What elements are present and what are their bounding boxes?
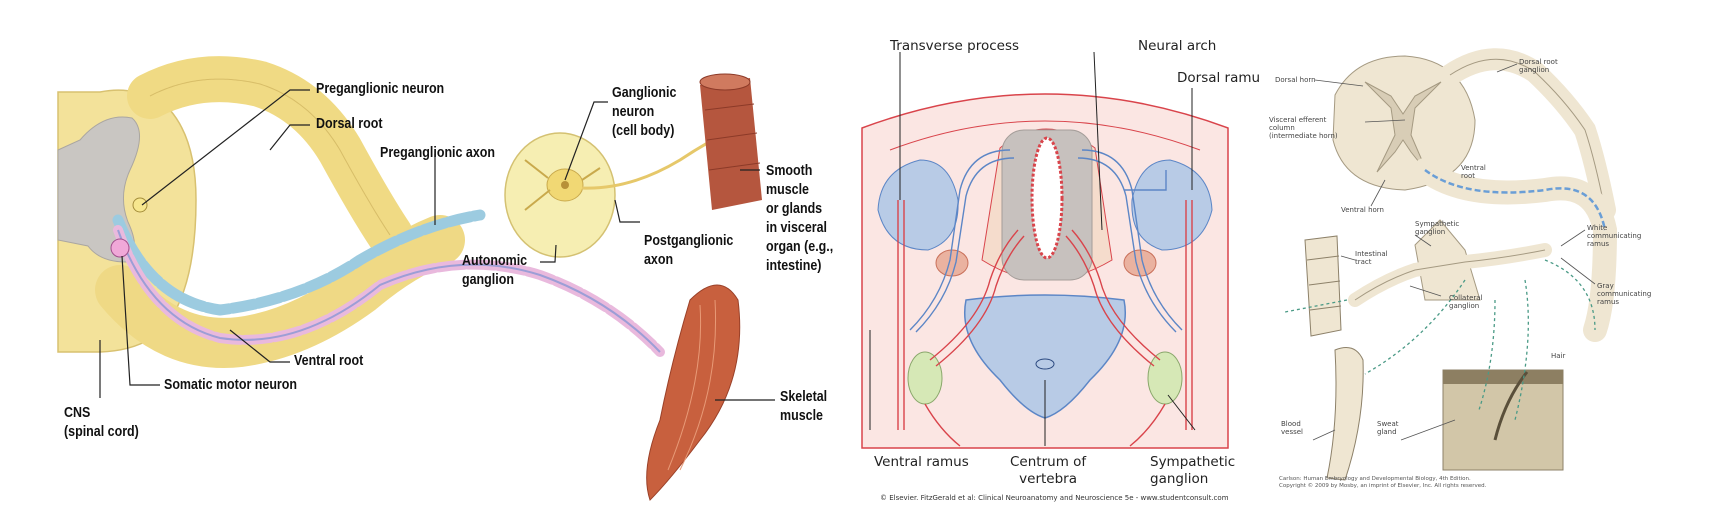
label-ventral-horn: Ventral horn [1341,206,1384,214]
credit-carlson: Carlson: Human Embryology and Developmen… [1279,476,1487,489]
smooth-muscle-organ [699,73,762,210]
blood-vessel [1326,347,1364,481]
afferent-nerves [909,149,1183,333]
label-hair: Hair [1551,352,1566,360]
vertebra-artwork [860,0,1230,514]
leader-lines [869,51,1196,446]
sympathetic-pathways-diagram: Dorsal horn Dorsal root ganglion Viscera… [1265,0,1730,514]
skin-block [1442,369,1564,471]
centrum [964,294,1126,419]
label-visceral-efferent: Visceral efferent column (intermediate h… [1269,116,1338,140]
sympathetic-artwork [1284,48,1618,481]
label-neural-arch: Neural arch [1138,38,1217,54]
label-somatic-motor-neuron: Somatic motor neuron [164,377,298,393]
leader-lines [99,89,775,401]
credit-fitzgerald: © Elsevier. FitzGerald et al: Clinical N… [880,494,1229,502]
label-sympathetic-ganglion: Sympathetic ganglion [1415,220,1460,236]
label-sympathetic-ganglion: Sympathetic ganglion [1150,454,1236,487]
sympathetic-ganglion-left [907,351,943,405]
leader-lines [1312,63,1596,441]
label-dorsal-root: Dorsal root [316,116,383,132]
label-smooth-muscle: Smooth muscle or glands in visceral orga… [766,163,834,274]
label-intestinal-tract: Intestinal tract [1355,250,1388,266]
label-ventral-root: Ventral root [294,353,364,369]
label-skeletal-muscle: Skeletal muscle [780,389,828,424]
label-dorsal-ramus: Dorsal ramu [1177,70,1261,86]
label-preganglionic-axon: Preganglionic axon [380,145,496,161]
label-dorsal-root-ganglion: Dorsal root ganglion [1519,58,1558,74]
somatic-motor-cell [110,238,130,258]
label-blood-vessel: Blood vessel [1281,420,1303,436]
label-dorsal-horn: Dorsal horn [1275,76,1316,84]
sympathetic-ganglion-right [1147,351,1183,405]
label-ventral-ramus: Ventral ramus [874,454,969,470]
skeletal-muscle [646,284,741,501]
label-postganglionic-axon: Postganglionic axon [644,233,734,268]
label-gray-ramus: Gray communicating ramus [1597,282,1652,306]
preganglionic-axon [112,209,486,316]
vertebra-section-diagram: Transverse process Neural arch Dorsal ra… [850,0,1260,514]
central-canal [1030,136,1064,260]
efferent-nerves [897,200,1193,447]
autonomic-somatic-artwork [57,56,775,501]
label-white-ramus: White communicating ramus [1587,224,1642,248]
label-transverse-process: Transverse process [890,38,1020,54]
label-ventral-root: Ventral root [1461,164,1486,180]
postganglionic-fibres [1284,259,1596,421]
label-centrum: Centrum of vertebra [1010,454,1087,487]
preganglionic-cell [132,197,148,213]
intestinal-tract [1304,235,1342,337]
label-preganglionic-neuron: Preganglionic neuron [316,81,445,97]
label-sweat-gland: Sweat gland [1377,420,1399,436]
label-ganglionic-neuron: Ganglionic neuron (cell body) [612,85,677,139]
label-cns-spinal-cord: CNS (spinal cord) [64,405,139,440]
label-autonomic-ganglion: Autonomic ganglion [462,253,528,288]
autonomic-somatic-diagram: Preganglionic neuron Dorsal root Pregang… [0,0,850,514]
label-collateral-ganglion: Collateral ganglion [1449,294,1483,310]
